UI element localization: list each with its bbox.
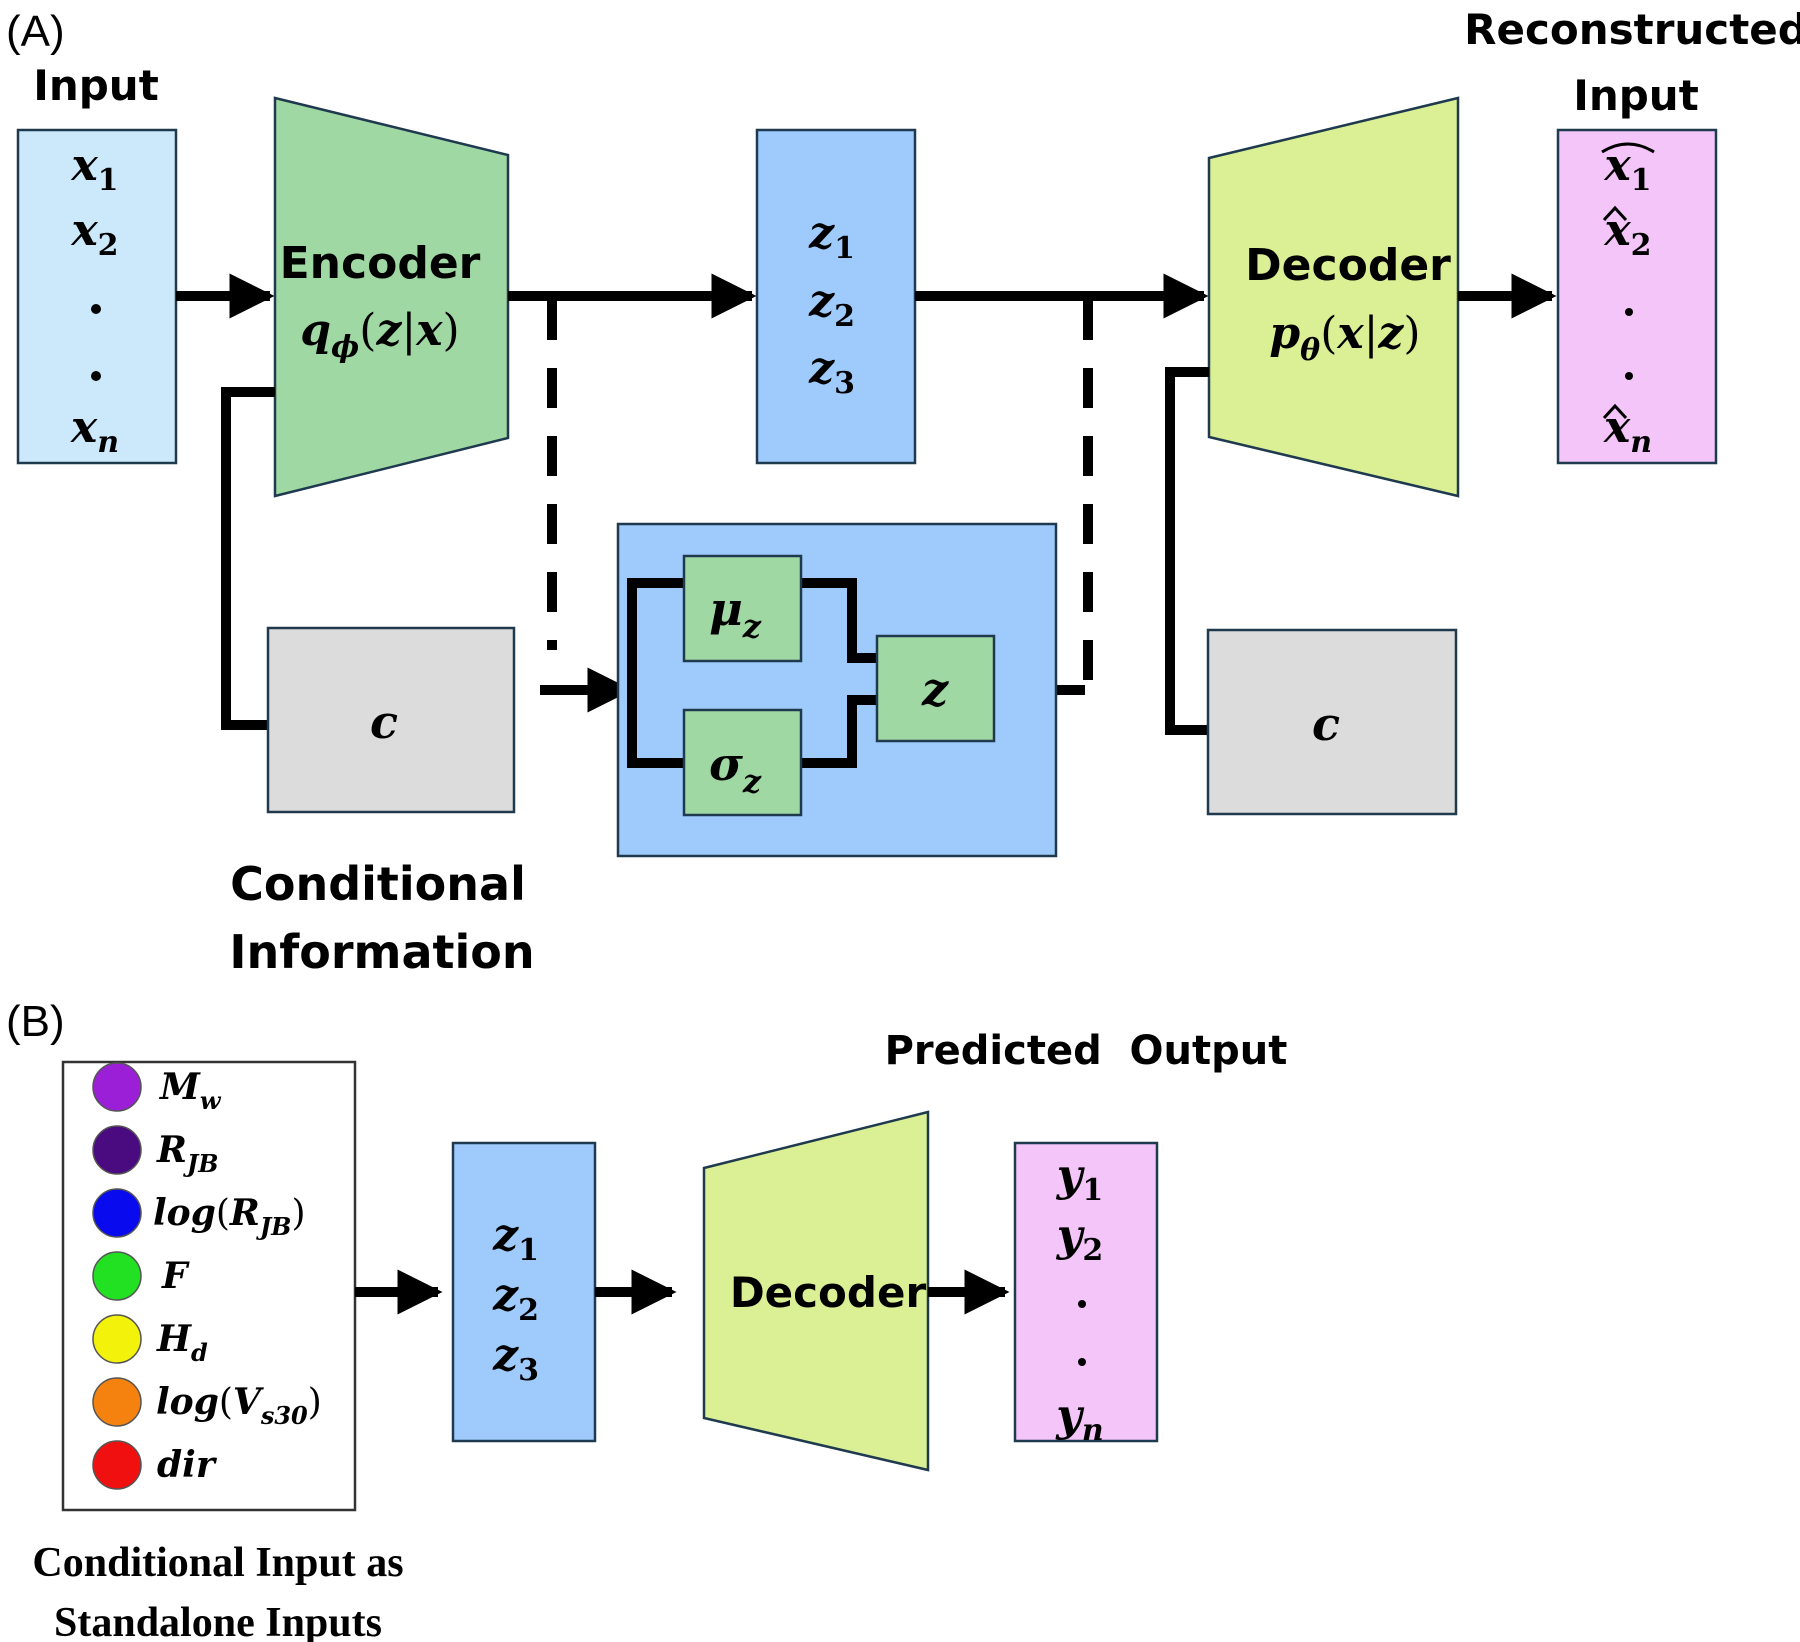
mu-label: μz <box>709 582 762 645</box>
input-box <box>16 128 178 465</box>
cond-caption-line1: Conditional <box>230 857 526 911</box>
decoder-block-b <box>702 1110 930 1472</box>
recon-dot-2 <box>1625 372 1633 380</box>
cond-caption-line2: Information <box>229 925 534 979</box>
panel-b-label: (B) <box>6 997 65 1046</box>
recon-x1: x1 <box>1603 140 1651 198</box>
decoder-a-formula: pθ(x|z) <box>1269 308 1420 368</box>
legend-items: Mw RJB log(RJB) F Hd log(Vs30) dir <box>92 1062 322 1490</box>
legend-dot-dir <box>92 1440 142 1490</box>
latent-b-z2: z2 <box>492 1270 539 1328</box>
legend-label-mw: Mw <box>158 1066 222 1115</box>
sampling-branch-sigma <box>800 695 877 768</box>
input-x1: x1 <box>70 140 118 198</box>
decoder-a-label: Decoder <box>1245 240 1451 291</box>
sampling-branch-left <box>627 578 684 768</box>
recon-x2-hat <box>1602 205 1628 222</box>
standalone-caption-line1: Conditional Input as <box>32 1540 403 1586</box>
latent-a-z1: z1 <box>808 208 855 266</box>
latent-a-z2: z2 <box>808 276 855 334</box>
output-dot-2 <box>1078 1358 1086 1366</box>
latent-b-z3: z3 <box>492 1330 539 1388</box>
recon-box <box>1556 128 1718 465</box>
recon-xn-hat <box>1602 403 1628 420</box>
cond-box-left <box>266 626 516 814</box>
legend-label-dir: dir <box>157 1444 218 1486</box>
latent-box-a <box>755 128 917 465</box>
z-box <box>875 634 996 743</box>
output-yn: yn <box>1055 1390 1103 1448</box>
input-x2: x2 <box>70 205 118 263</box>
z-label: z <box>921 662 949 716</box>
output-y1: y1 <box>1056 1150 1103 1208</box>
legend-label-rjb: RJB <box>156 1129 219 1178</box>
output-title: Predicted Output <box>885 1028 1288 1074</box>
cond-right-connector <box>1165 367 1209 735</box>
latent-box-b <box>451 1141 597 1443</box>
legend-dot-logvs30 <box>92 1377 142 1427</box>
mu-box <box>682 554 803 663</box>
legend-dot-f <box>92 1251 142 1301</box>
recon-title-line1: Reconstructed <box>1464 5 1800 54</box>
sigma-label: σz <box>709 737 762 800</box>
output-box <box>1013 1141 1159 1443</box>
encoder-formula: qϕ(z|x) <box>300 305 459 365</box>
legend-label-logvs30: log(Vs30) <box>156 1381 322 1430</box>
standalone-caption-line2: Standalone Inputs <box>54 1600 382 1642</box>
sigma-box <box>682 708 803 817</box>
legend-label-f: F <box>161 1255 190 1297</box>
input-dot-1 <box>91 304 101 314</box>
cond-right-label: c <box>1312 697 1340 751</box>
legend-dot-logrjb <box>92 1188 142 1238</box>
input-xn: xn <box>70 402 119 460</box>
output-y2: y2 <box>1056 1210 1103 1268</box>
recon-dot-1 <box>1625 308 1633 316</box>
recon-title-line2: Input <box>1573 71 1699 120</box>
latent-b-z1: z1 <box>492 1210 539 1268</box>
cond-left-connector <box>221 387 275 730</box>
latent-a-z3: z3 <box>808 343 855 401</box>
encoder-label: Encoder <box>280 238 481 289</box>
legend-dot-hd <box>92 1314 142 1364</box>
input-dot-2 <box>91 371 101 381</box>
input-title: Input <box>33 61 159 110</box>
recon-xn: xn <box>1603 402 1652 460</box>
sampling-branch-mu <box>800 578 877 663</box>
cond-left-label: c <box>370 695 398 749</box>
output-dot-1 <box>1078 1300 1086 1308</box>
recon-x1-hat <box>1601 142 1655 154</box>
encoder-block <box>273 96 510 498</box>
panel-a-label: (A) <box>6 7 65 56</box>
legend-dot-mw <box>92 1062 142 1112</box>
decoder-block-a <box>1207 96 1460 498</box>
decoder-b-label: Decoder <box>730 1268 927 1317</box>
cond-box-right <box>1206 628 1458 816</box>
legend-label-hd: Hd <box>156 1318 208 1367</box>
legend-label-logrjb: log(RJB) <box>153 1192 306 1241</box>
legend-dot-rjb <box>92 1125 142 1175</box>
